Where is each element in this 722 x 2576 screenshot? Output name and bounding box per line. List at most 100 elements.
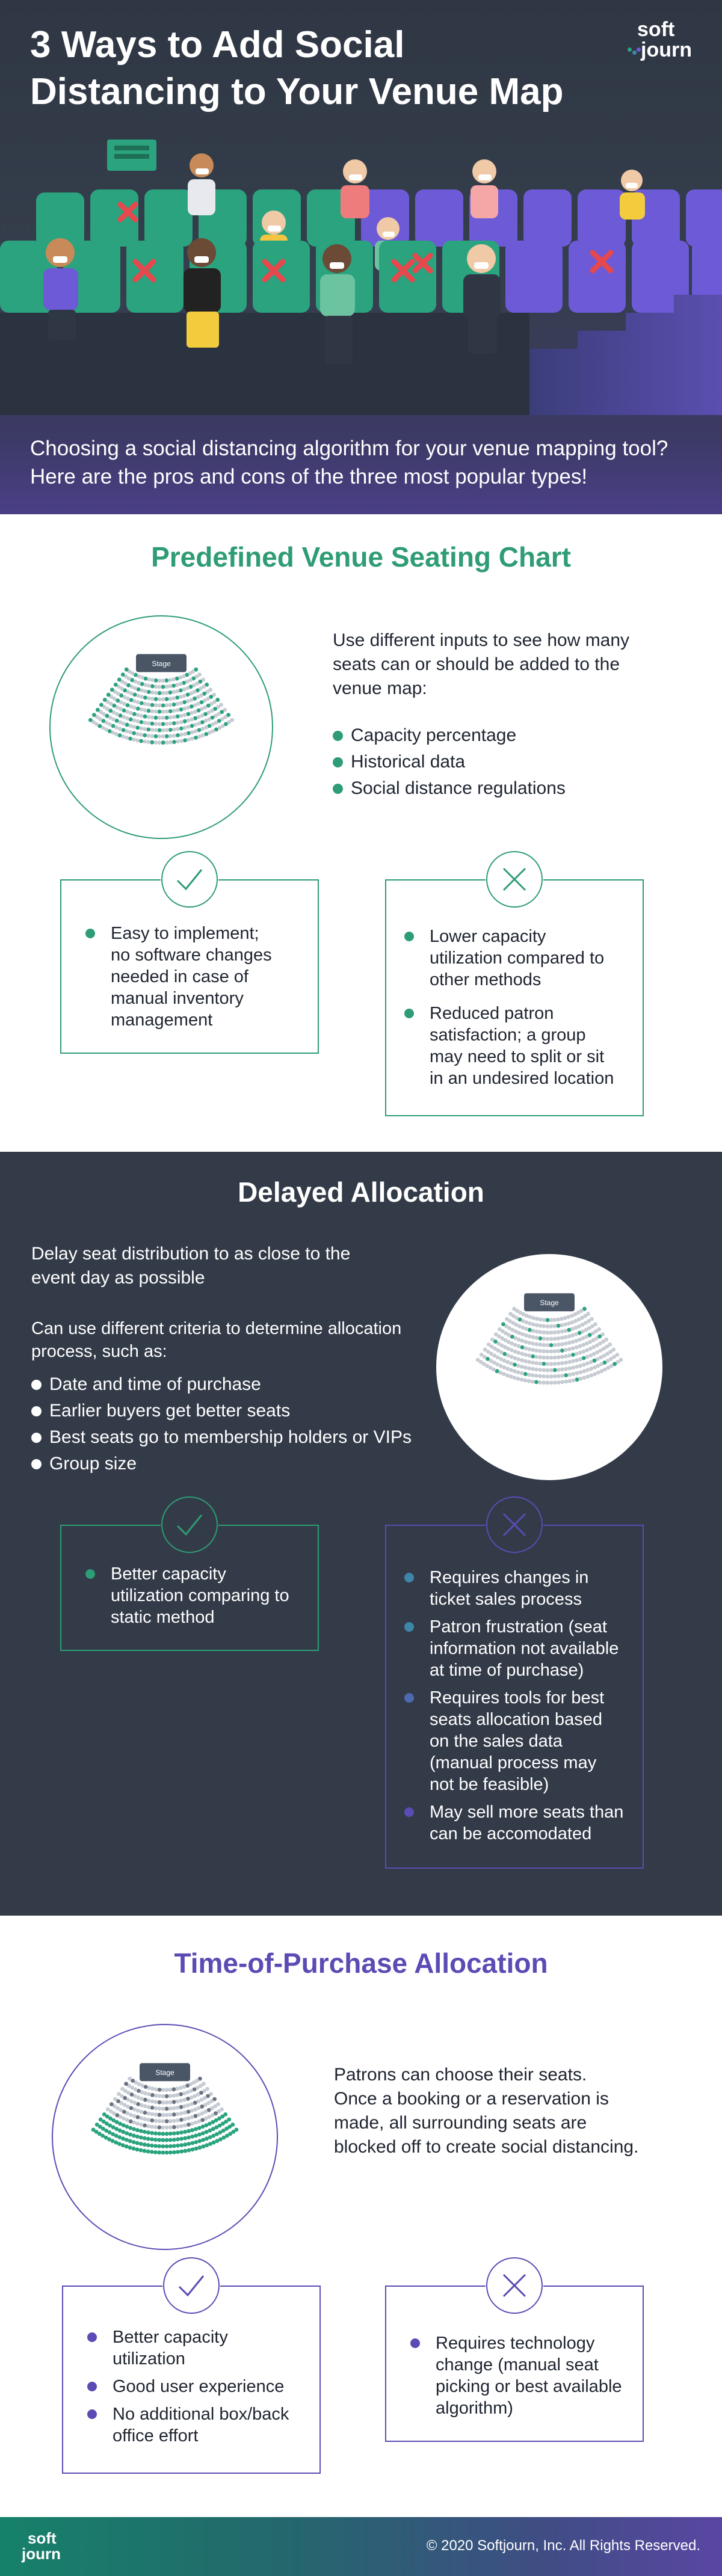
seat-dot xyxy=(147,683,151,688)
seat-dot xyxy=(138,2148,143,2153)
seat-dot xyxy=(224,2126,229,2131)
seat-dot xyxy=(517,1330,522,1335)
seat-dot xyxy=(187,2129,191,2133)
seat-dot xyxy=(531,1360,535,1365)
seat-dot xyxy=(567,1366,572,1371)
seat-dot xyxy=(190,2141,195,2145)
seat-dot xyxy=(111,724,116,728)
seat-dot xyxy=(125,2104,130,2109)
seat-dot xyxy=(188,678,193,683)
bullet-icon xyxy=(404,932,414,941)
seat-dot xyxy=(119,2107,123,2112)
check-icon xyxy=(161,851,218,908)
seat-dot xyxy=(220,2107,224,2112)
seat-dot xyxy=(157,697,162,701)
seat-dot xyxy=(176,2150,180,2154)
seat-dot xyxy=(131,2079,135,2083)
seat-dot xyxy=(505,1360,510,1365)
seat-dot xyxy=(606,1365,611,1370)
seat-dot xyxy=(549,1374,554,1379)
seat-dot xyxy=(171,2131,176,2136)
seat-dot xyxy=(545,1362,550,1366)
seat-dot xyxy=(157,2119,162,2124)
seat-dot xyxy=(585,1368,590,1373)
seat-dot xyxy=(153,703,158,707)
seat-dot xyxy=(123,681,128,686)
seat-dot xyxy=(164,690,169,695)
seat-dot xyxy=(202,691,206,696)
seat-dot xyxy=(143,689,147,693)
stage-block xyxy=(140,2063,190,2082)
seat-dot xyxy=(171,709,176,713)
seat-dot xyxy=(164,684,169,689)
seat-dot xyxy=(197,734,202,739)
seat-dot xyxy=(168,690,173,695)
seat-dot xyxy=(517,1337,521,1342)
seat-dot xyxy=(200,2131,205,2136)
seat-dot xyxy=(545,1349,550,1354)
seat-dot xyxy=(150,715,155,720)
seat-dot xyxy=(105,699,110,704)
seat-dot xyxy=(146,2111,151,2116)
seat-dot xyxy=(221,2135,226,2140)
seat-dot xyxy=(538,1368,542,1372)
seat-dot xyxy=(114,2140,119,2145)
title-line-1: 3 Ways to Add Social xyxy=(30,24,405,66)
seat-dot xyxy=(525,1314,529,1318)
seat-dot xyxy=(157,2132,162,2136)
seat-dot xyxy=(595,1357,600,1362)
seat-dot xyxy=(164,2119,169,2124)
seat-dot xyxy=(146,709,151,713)
seat-dot xyxy=(105,707,110,711)
logo-text-top: soft xyxy=(637,18,675,41)
check-badge xyxy=(161,850,218,908)
seat-dot xyxy=(209,695,214,699)
seat-dot xyxy=(523,1333,528,1338)
seat-dot xyxy=(120,672,125,677)
seat-dot xyxy=(157,2106,162,2111)
seat-dot xyxy=(164,703,169,707)
seat-dot xyxy=(556,1342,561,1347)
seat-dot xyxy=(545,1355,550,1360)
seat-dot xyxy=(534,1374,538,1378)
seat-dot xyxy=(187,2142,191,2146)
seat-dot xyxy=(175,689,179,693)
seat-dot xyxy=(143,708,147,713)
seat-dot xyxy=(153,2093,158,2098)
cross-icon xyxy=(486,1496,543,1553)
bullet-icon xyxy=(87,2332,97,2342)
seat-dot xyxy=(146,2136,150,2141)
seat-dot xyxy=(96,707,100,712)
seat-dot xyxy=(129,2099,134,2104)
seat-dot xyxy=(157,2125,162,2130)
seat-dot xyxy=(143,2097,147,2102)
predefined-description: Use different inputs to see how many sea… xyxy=(333,629,670,701)
seat-dot xyxy=(208,687,213,692)
seat-dot xyxy=(101,2126,105,2131)
seat-dot xyxy=(209,2092,213,2096)
seat-dot xyxy=(230,718,234,722)
seat-dot xyxy=(168,721,173,726)
seat-dot xyxy=(516,1363,520,1368)
seat-dot xyxy=(135,2141,140,2145)
seat-dot xyxy=(203,2109,208,2114)
seat-dot xyxy=(164,709,169,714)
list-item: Capacity percentage xyxy=(333,722,566,749)
seat-dot xyxy=(172,740,176,744)
seat-dot xyxy=(117,727,122,731)
con-line: Requires technology xyxy=(436,2334,595,2353)
seat-dot xyxy=(513,1336,518,1341)
seat-dot xyxy=(602,1360,607,1365)
seat-dot xyxy=(218,2130,223,2135)
footer: soft journ © 2020 Softjourn, Inc. All Ri… xyxy=(0,2517,722,2576)
seat-dot xyxy=(105,2107,110,2112)
seat-dot xyxy=(128,2119,133,2124)
seat-dot xyxy=(147,2092,151,2097)
seat-dot xyxy=(556,1361,561,1366)
seat-dot xyxy=(527,1341,532,1345)
seat-dot xyxy=(538,1361,543,1366)
seat-dot xyxy=(146,2149,150,2154)
seat-dot xyxy=(534,1367,538,1372)
